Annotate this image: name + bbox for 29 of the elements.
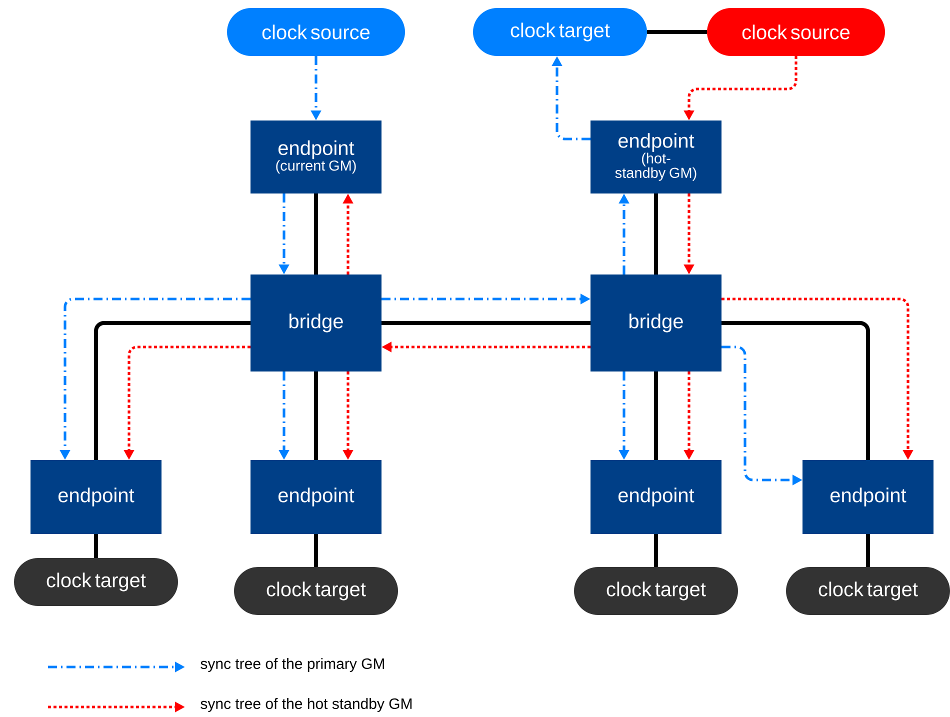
rounded-label-box: clock target bbox=[574, 567, 738, 615]
legend-text: sync tree of the primary GM bbox=[200, 658, 384, 672]
connector-line bbox=[94, 534, 98, 558]
rounded-label-box: clock target bbox=[786, 567, 950, 615]
legend-text: sync tree of the hot standby GM bbox=[200, 698, 412, 712]
connector-line bbox=[314, 534, 318, 567]
process-box: endpoint bbox=[30, 460, 162, 534]
connector-line bbox=[314, 372, 318, 460]
rounded-label-box: clock target bbox=[14, 558, 178, 606]
connector-line bbox=[314, 194, 318, 274]
rounded-label-box: clock target bbox=[234, 567, 398, 615]
connector-line bbox=[654, 194, 658, 274]
process-box: endpoint bbox=[250, 460, 382, 534]
rounded-label-box: clock source bbox=[227, 8, 405, 56]
connector-line bbox=[654, 372, 658, 460]
connector-line bbox=[866, 534, 870, 567]
process-box: endpoint bbox=[590, 460, 722, 534]
connector-line bbox=[94, 321, 250, 460]
connector-line bbox=[382, 321, 590, 325]
connector-line bbox=[647, 30, 707, 34]
connector-line bbox=[654, 534, 658, 567]
rounded-label-box: clock source bbox=[707, 8, 885, 56]
process-box: endpoint (current GM) bbox=[250, 120, 382, 194]
process-box: bridge bbox=[590, 274, 722, 372]
connector-line bbox=[722, 321, 870, 460]
process-box: endpoint (hot-standby GM) bbox=[590, 120, 722, 194]
process-box: endpoint bbox=[802, 460, 934, 534]
process-box: bridge bbox=[250, 274, 382, 372]
rounded-label-box: clock target bbox=[473, 8, 647, 56]
